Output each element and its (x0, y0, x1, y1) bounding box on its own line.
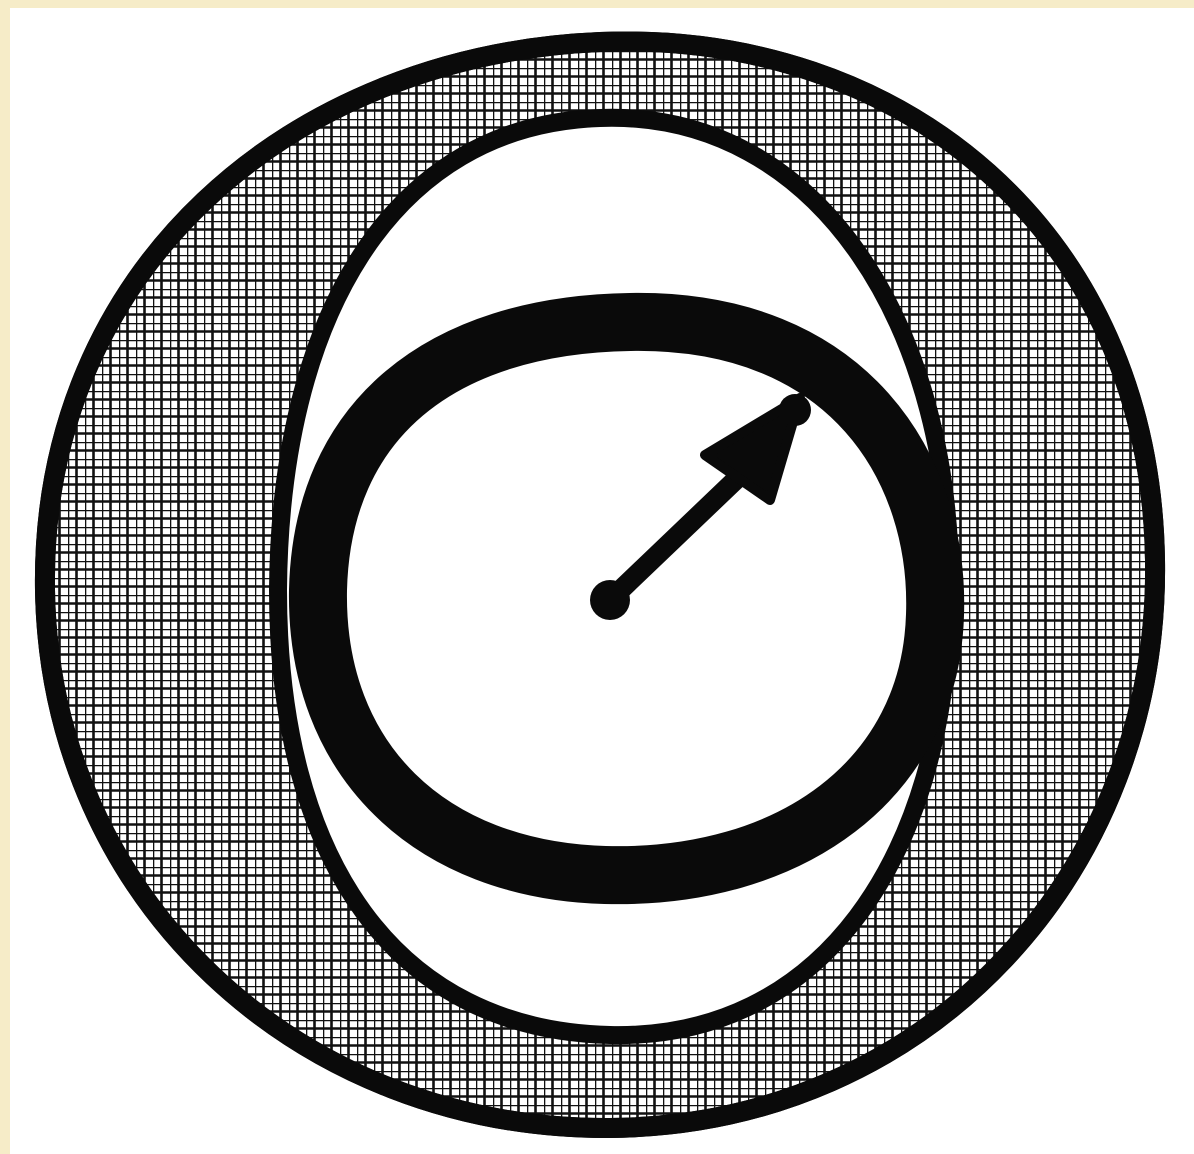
pointer-pivot (590, 580, 630, 620)
